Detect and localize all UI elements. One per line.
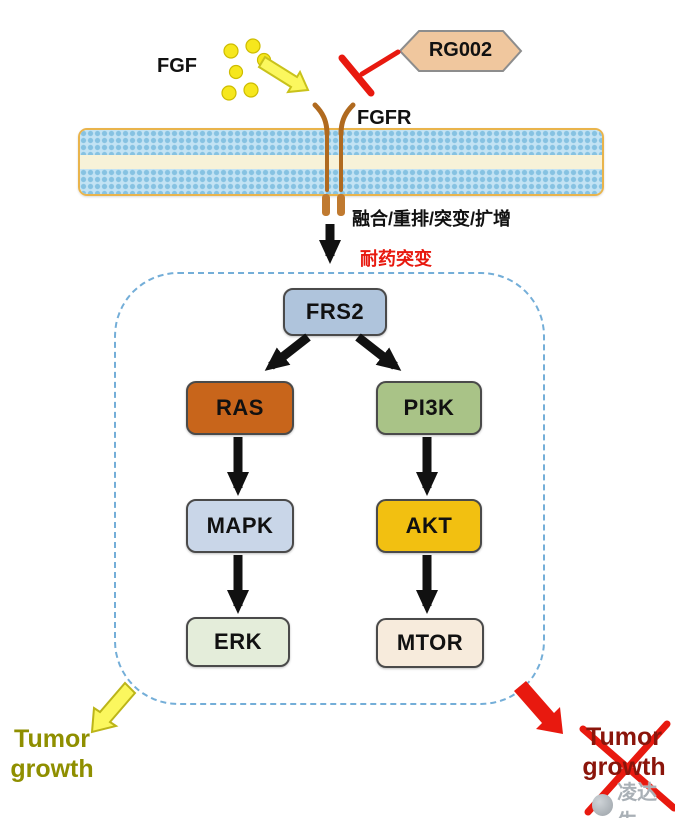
fgf-label: FGF — [157, 55, 197, 77]
pathway-node-mapk: MAPK — [186, 499, 294, 553]
watermark-logo-icon — [592, 794, 614, 816]
membrane-lipid-bottom — [80, 169, 602, 194]
membrane-lipid-top — [80, 130, 602, 155]
pathway-node-akt: AKT — [376, 499, 482, 553]
alterations-label: 融合/重排/突变/扩增 — [352, 209, 512, 229]
rg002-label: RG002 — [428, 39, 493, 61]
watermark: 凌达生 — [592, 776, 675, 818]
resistance-mutation-label: 耐药突变 — [360, 249, 432, 269]
tumor-growth-left-line2: growth — [10, 755, 94, 783]
fgf-binding-arrow-icon — [257, 55, 310, 94]
tumor-growth-right-line1: Tumor — [586, 723, 662, 751]
inhibition-tbar-icon — [338, 49, 401, 97]
pathway-node-mtor: MTOR — [376, 618, 484, 668]
cell-membrane — [78, 128, 604, 196]
watermark-text: 凌达生 — [617, 782, 658, 818]
pathway-node-ras: RAS — [186, 381, 294, 435]
tumor-growth-left-line1: Tumor — [14, 725, 90, 753]
membrane-core — [80, 155, 602, 169]
fgf-ligand-dots-icon — [221, 38, 272, 101]
tumor-growth-left-label: Tumor growth — [0, 724, 104, 784]
fgfr-receptor-tails-icon — [322, 194, 345, 216]
tumor-growth-right-label: Tumor growth — [572, 722, 675, 782]
pathway-node-frs2: FRS2 — [283, 288, 387, 336]
cell-boundary — [114, 272, 545, 705]
pathway-node-pi3k: PI3K — [376, 381, 482, 435]
fgfr-label: FGFR — [357, 107, 412, 129]
pathway-node-erk: ERK — [186, 617, 290, 667]
